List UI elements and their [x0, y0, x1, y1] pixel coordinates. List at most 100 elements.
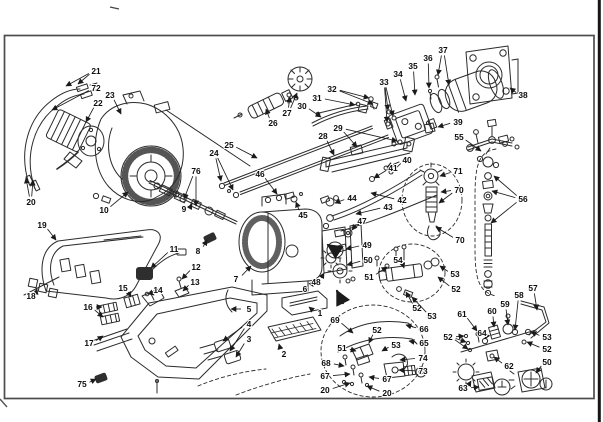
leader-line-47: [351, 223, 358, 231]
leader-line-4: [229, 328, 245, 352]
leader-line-1: [308, 306, 316, 313]
part-label-5: 5: [247, 304, 252, 314]
part-label-76: 76: [191, 166, 201, 176]
leader-line-62: [493, 356, 503, 364]
leader-line-66: [405, 323, 417, 330]
leader-line-52: [405, 291, 413, 304]
leader-line-72: [51, 90, 89, 111]
part-label-46: 46: [255, 169, 265, 179]
part-label-37: 37: [438, 45, 448, 55]
part-label-20: 20: [382, 388, 392, 398]
leader-line-13: [182, 285, 189, 292]
part-label-72: 72: [91, 83, 101, 93]
air-hood: [41, 229, 161, 300]
slide-bar: [319, 136, 416, 173]
leader-line-60: [490, 316, 497, 328]
leader-line-53: [439, 265, 449, 272]
leader-line-29: [345, 128, 398, 143]
leader-line-33: [384, 87, 391, 111]
leader-line-59: [504, 309, 511, 326]
part-label-7: 7: [234, 274, 239, 284]
leader-line-26: [265, 108, 271, 119]
leader-line-6: [308, 280, 315, 288]
part-label-52: 52: [451, 284, 461, 294]
leader-line-20: [24, 177, 30, 197]
part-label-56: 56: [518, 194, 528, 204]
part-label-73: 73: [418, 366, 428, 376]
part-label-19: 19: [37, 220, 47, 230]
part-label-22: 22: [93, 98, 103, 108]
leader-line-56: [490, 201, 517, 224]
part-label-15: 15: [118, 283, 128, 293]
part-label-29: 29: [333, 123, 343, 133]
photocell: [136, 248, 187, 280]
part-label-10: 10: [99, 205, 109, 215]
part-label-26: 26: [268, 118, 278, 128]
leader-line-30: [308, 108, 322, 118]
part-label-20: 20: [26, 197, 36, 207]
part-label-66: 66: [419, 324, 429, 334]
leader-line-20: [366, 385, 380, 392]
flange-plate: [465, 45, 519, 105]
leader-line-67: [368, 374, 380, 381]
damper-linkage: [311, 96, 379, 127]
part-label-52: 52: [443, 332, 453, 342]
part-label-43: 43: [383, 202, 393, 212]
leader-line-51: [375, 266, 388, 275]
drive-shaft: [92, 180, 238, 225]
part-label-55: 55: [454, 132, 464, 142]
part-label-21: 21: [91, 66, 101, 76]
leader-line-45: [295, 201, 301, 211]
leader-line-27: [286, 96, 293, 108]
leader-line-39: [437, 122, 451, 129]
leader-line-36: [425, 63, 432, 89]
leader-line-44: [334, 198, 345, 204]
leader-line-9: [186, 203, 193, 211]
leader-line-11: [150, 252, 169, 269]
part-label-47: 47: [357, 216, 367, 226]
leader-line-40: [391, 163, 402, 173]
leader-line-35: [411, 71, 418, 96]
part-label-75: 75: [77, 379, 87, 389]
leader-line-37: [435, 55, 442, 76]
part-label-12: 12: [191, 262, 201, 272]
leader-line-48: [318, 272, 325, 280]
leader-line-2: [277, 343, 284, 350]
part-label-31: 31: [312, 93, 322, 103]
leader-line-52: [455, 337, 467, 344]
damper-gear: [286, 66, 313, 104]
leader-line-52: [455, 333, 465, 340]
part-label-38: 38: [518, 90, 528, 100]
part-label-70: 70: [455, 235, 465, 245]
leader-line-63: [465, 380, 472, 388]
leader-line-53: [411, 296, 427, 313]
part-label-36: 36: [423, 53, 433, 63]
leader-line-28: [326, 140, 335, 156]
leader-line-41: [373, 170, 387, 179]
leader-line-52: [526, 341, 540, 348]
part-label-60: 60: [487, 306, 497, 316]
part-label-44: 44: [347, 193, 357, 203]
diagram-frame: [3, 34, 595, 400]
part-label-20: 20: [320, 385, 330, 395]
leader-line-70: [440, 188, 452, 195]
part-label-42: 42: [397, 195, 407, 205]
leader-line-64: [484, 332, 491, 340]
leader-line-51: [349, 346, 357, 353]
leader-line-55: [465, 139, 482, 152]
part-label-49: 49: [362, 240, 372, 250]
leader-line-56: [491, 189, 516, 199]
leader-line-67: [332, 371, 351, 378]
part-label-68: 68: [321, 358, 331, 368]
part-label-24: 24: [209, 148, 219, 158]
part-label-39: 39: [453, 117, 463, 127]
valve-50: [508, 367, 553, 393]
leader-line-33: [383, 87, 390, 123]
part-label-52: 52: [412, 303, 422, 313]
leader-line-70: [435, 226, 454, 238]
tie-rods: [218, 125, 389, 199]
cover-plate: [281, 290, 328, 316]
leader-line-52: [437, 276, 450, 287]
part-label-67: 67: [382, 374, 392, 384]
part-label-62: 62: [504, 361, 514, 371]
